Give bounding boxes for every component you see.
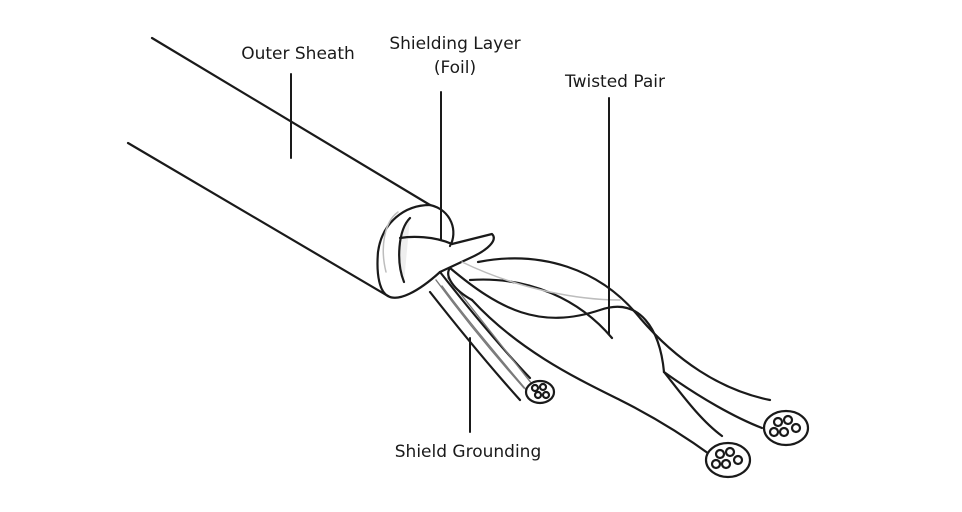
label-outer-sheath: Outer Sheath <box>228 42 368 66</box>
leader-lines <box>290 73 610 433</box>
label-twisted-pair: Twisted Pair <box>550 70 680 94</box>
label-shielding-layer: Shielding Layer (Foil) <box>372 32 538 80</box>
shield-grounding-wire <box>428 270 556 405</box>
label-shield-grounding-text: Shield Grounding <box>394 442 542 462</box>
label-shielding-layer-line2: (Foil) <box>433 58 477 78</box>
label-shielding-layer-line1: Shielding Layer <box>389 34 521 54</box>
twisted-pair-conductor-back <box>468 257 810 447</box>
label-twisted-pair-text: Twisted Pair <box>565 72 665 92</box>
label-outer-sheath-text: Outer Sheath <box>241 44 355 64</box>
shielding-foil <box>386 203 495 299</box>
twisted-pair-conductor-front <box>447 261 752 479</box>
label-shield-grounding: Shield Grounding <box>378 440 558 464</box>
